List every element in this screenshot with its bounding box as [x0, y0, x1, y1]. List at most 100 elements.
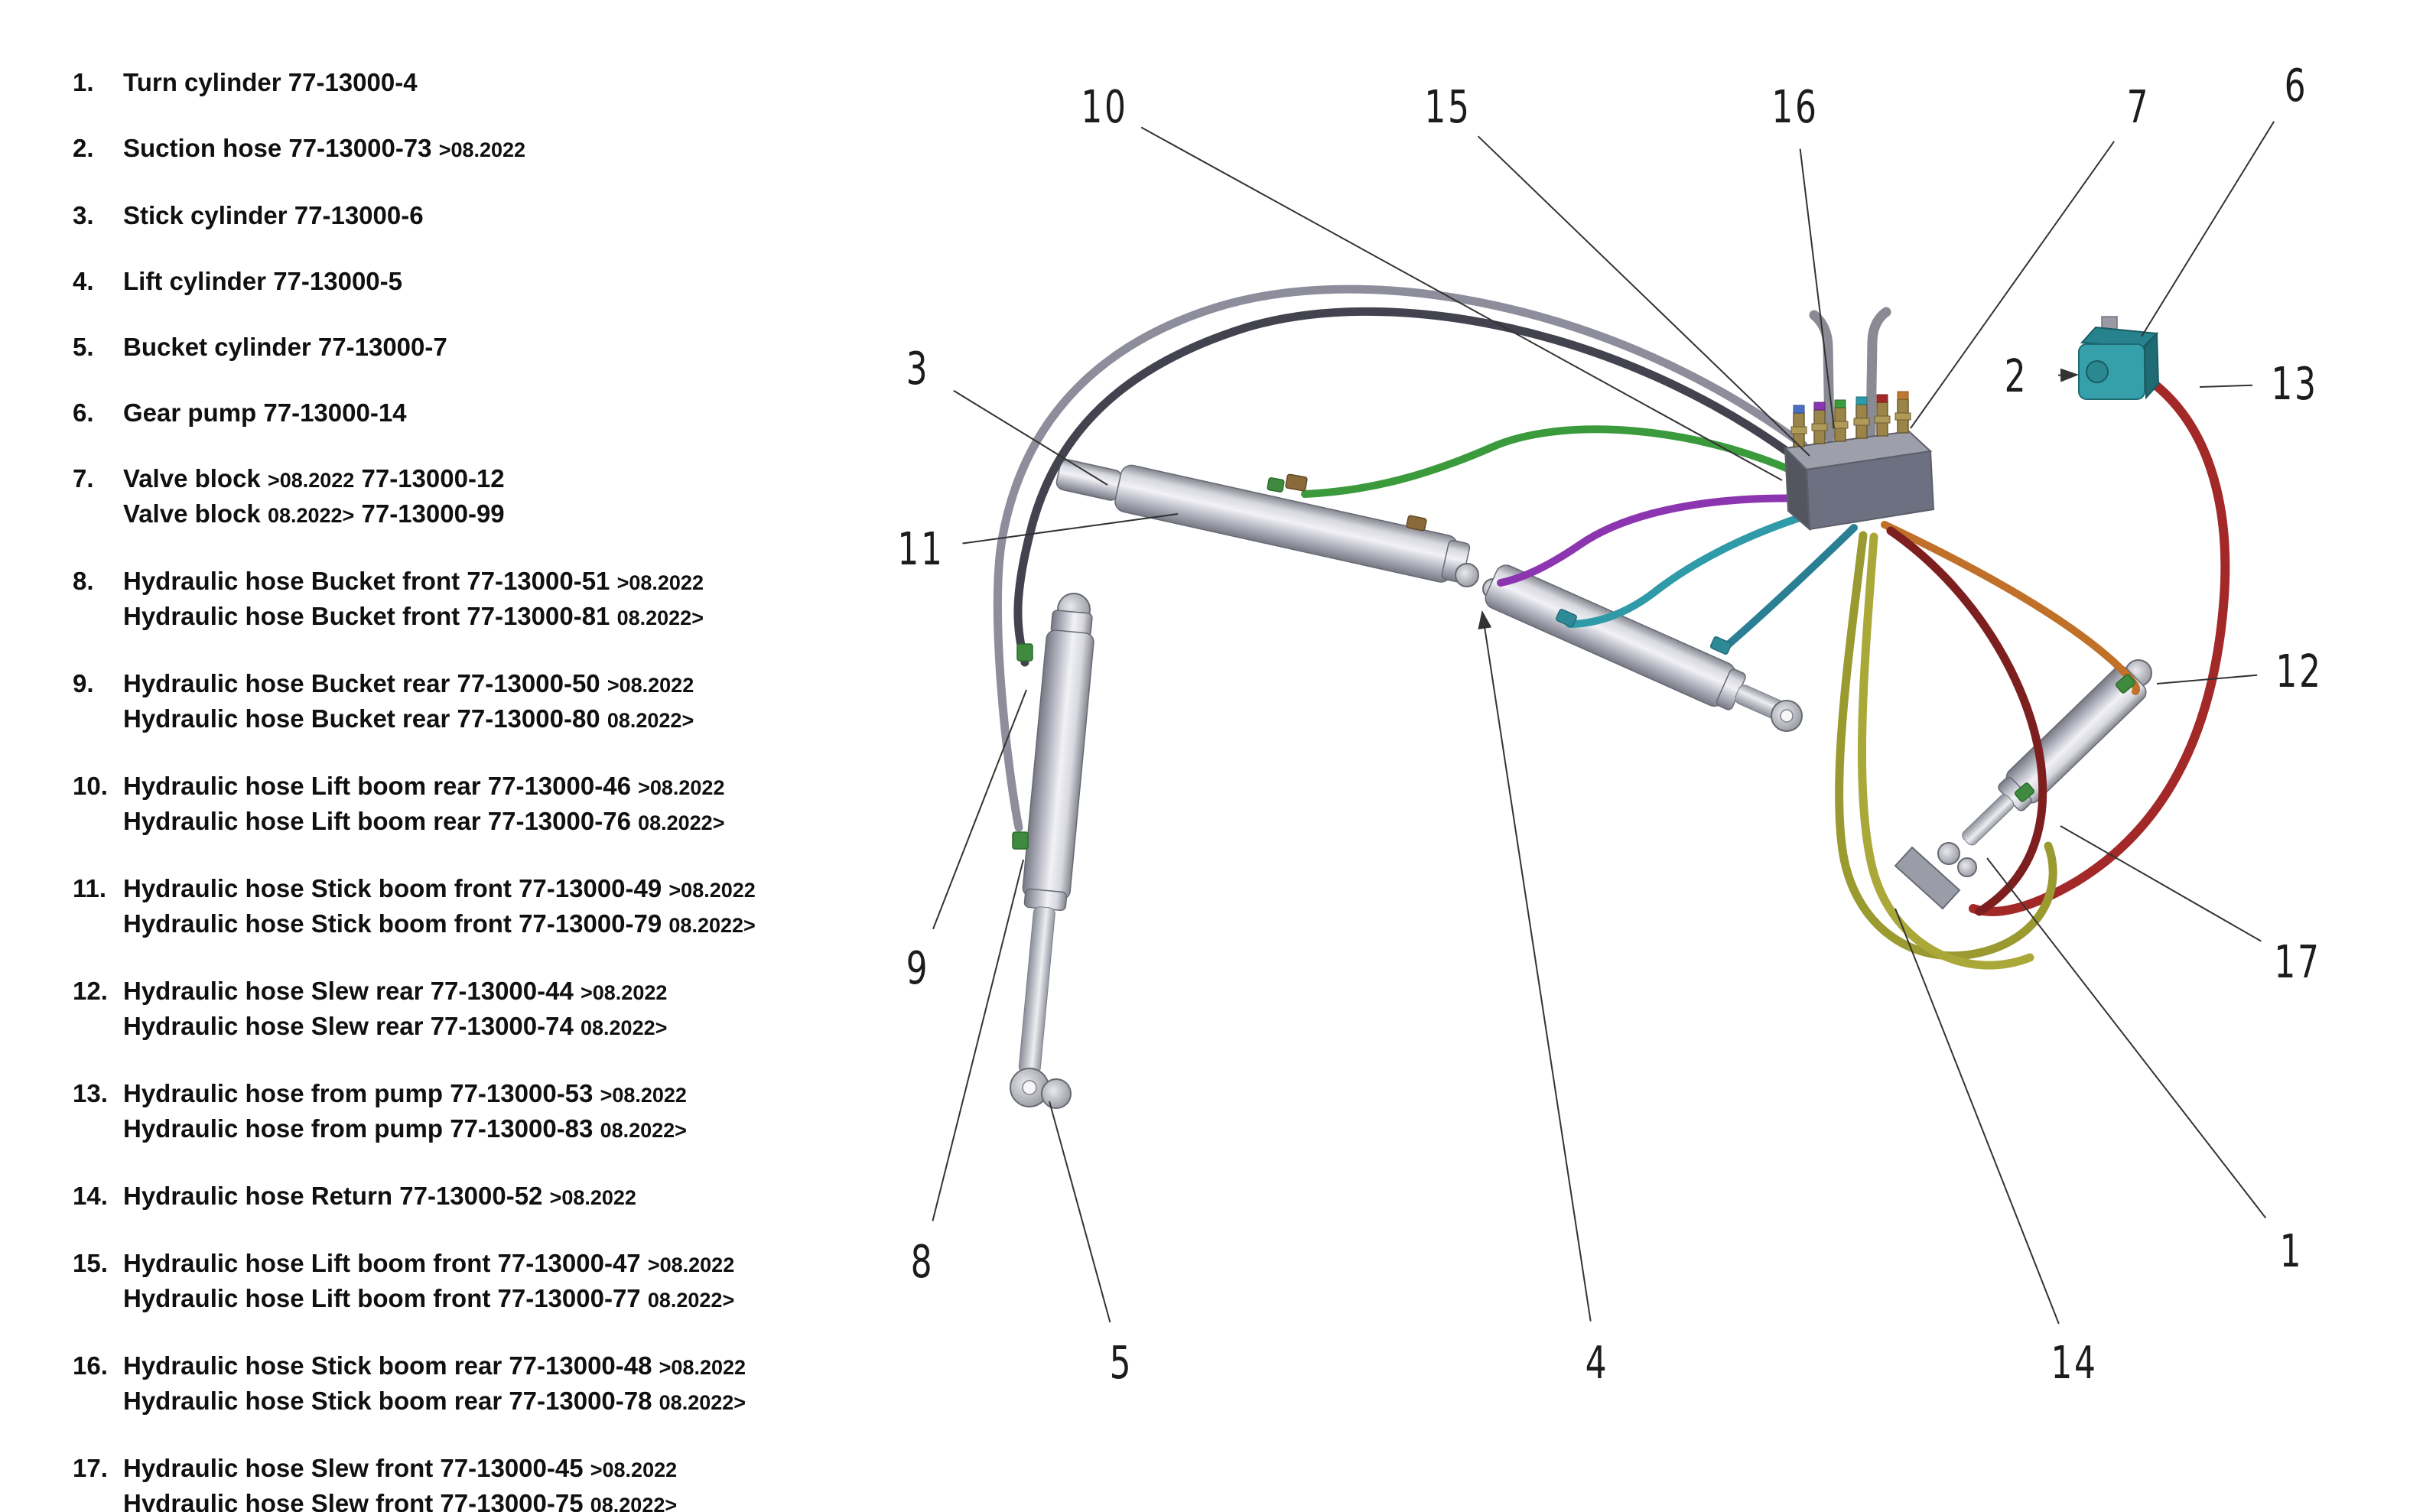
- valve-pipes-graphic: [1809, 307, 1891, 443]
- valve-fitting-4: [1853, 396, 1870, 439]
- part-line: Valve block 08.2022> 77-13000-99: [123, 499, 505, 528]
- turn-cylinder-bracket: [1894, 846, 1961, 910]
- hose-olive-return: [1835, 531, 2057, 961]
- part-number: 3.: [73, 201, 94, 229]
- part-line: Hydraulic hose Return 77-13000-52 >08.20…: [123, 1182, 636, 1210]
- part-number: 2.: [73, 134, 94, 162]
- leader-line-11: [962, 513, 1179, 545]
- part-number: 16.: [73, 1351, 108, 1380]
- date-tag: >08.2022: [668, 879, 756, 902]
- part-number: 6.: [73, 398, 94, 427]
- part-item-10: 10. Hydraulic hose Lift boom rear 77-1300…: [73, 769, 937, 840]
- leader-line-14: [1894, 908, 2060, 1325]
- leader-line-9: [932, 689, 1027, 930]
- part-description: Hydraulic hose Stick boom front 77-13000…: [123, 872, 937, 942]
- part-number: 17.: [73, 1454, 108, 1482]
- part-number: 9.: [73, 669, 94, 697]
- date-tag: 08.2022>: [600, 1119, 687, 1142]
- date-tag: 08.2022>: [616, 606, 704, 629]
- part-line: Hydraulic hose Lift boom rear 77-13000-7…: [123, 807, 725, 835]
- part-description: Hydraulic hose Return 77-13000-52 >08.20…: [123, 1179, 937, 1214]
- parts-list: 1.Turn cylinder 77-13000-4 2. Suction hose…: [73, 66, 937, 1512]
- hose-green: [1301, 425, 1804, 498]
- part-line: Hydraulic hose Lift boom front 77-13000-…: [123, 1284, 735, 1312]
- part-item-2: 2. Suction hose 77-13000-73 >08.2022: [73, 132, 937, 167]
- part-line: Hydraulic hose Slew front 77-13000-45 >0…: [123, 1454, 678, 1482]
- part-line: Hydraulic hose from pump 77-13000-83 08.…: [123, 1114, 687, 1143]
- part-item-14: 14. Hydraulic hose Return 77-13000-52 >08…: [73, 1179, 937, 1214]
- part-number: 15.: [73, 1249, 108, 1277]
- part-line: Bucket cylinder 77-13000-7: [123, 333, 447, 361]
- date-tag: >08.2022: [267, 469, 355, 492]
- part-description: Hydraulic hose Lift boom front 77-13000-…: [123, 1247, 937, 1317]
- date-tag: >08.2022: [590, 1458, 678, 1481]
- leader-line-10: [1140, 126, 1783, 481]
- valve-fitting-3: [1832, 399, 1849, 442]
- part-item-16: 16. Hydraulic hose Stick boom rear 77-130…: [73, 1349, 937, 1419]
- part-item-17: 17. Hydraulic hose Slew front 77-13000-45…: [73, 1452, 937, 1512]
- leader-line-12: [2156, 674, 2258, 684]
- part-line: Hydraulic hose Stick boom front 77-13000…: [123, 909, 756, 938]
- leader-lines: [932, 121, 2275, 1325]
- part-item-13: 13. Hydraulic hose from pump 77-13000-53 …: [73, 1077, 937, 1147]
- part-item-15: 15. Hydraulic hose Lift boom front 77-130…: [73, 1247, 937, 1317]
- part-description: Suction hose 77-13000-73 >08.2022: [123, 132, 937, 167]
- date-tag: 08.2022>: [647, 1289, 735, 1312]
- part-number: 14.: [73, 1182, 108, 1210]
- leader-line-6: [2141, 121, 2275, 337]
- stick-cylinder-graphic: [1055, 459, 1471, 583]
- part-item-1: 1.Turn cylinder 77-13000-4: [73, 66, 937, 99]
- leader-line-4: [1478, 610, 1592, 1322]
- part-description: Hydraulic hose Stick boom rear 77-13000-…: [123, 1349, 937, 1419]
- date-tag: 08.2022>: [607, 709, 694, 732]
- part-description: Stick cylinder 77-13000-6: [123, 199, 937, 232]
- leader-line-3: [953, 389, 1108, 486]
- part-line: Hydraulic hose Lift boom front 77-13000-…: [123, 1249, 735, 1277]
- part-description: Hydraulic hose Slew rear 77-13000-44 >08…: [123, 974, 937, 1045]
- part-line: Hydraulic hose Slew front 77-13000-75 08…: [123, 1487, 937, 1512]
- valve-fitting-2: [1811, 402, 1828, 444]
- part-number: 12.: [73, 977, 108, 1005]
- part-description: Gear pump 77-13000-14: [123, 396, 937, 430]
- part-item-5: 5. Bucket cylinder 77-13000-7: [73, 330, 937, 364]
- part-item-8: 8.Hydraulic hose Bucket front 77-13000-5…: [73, 564, 937, 635]
- leader-line-8: [932, 859, 1024, 1221]
- leader-line-15: [1477, 135, 1810, 457]
- part-line: Hydraulic hose Slew rear 77-13000-44 >08…: [123, 977, 668, 1005]
- part-number: 1.: [73, 68, 94, 96]
- part-item-6: 6. Gear pump 77-13000-14: [73, 396, 937, 430]
- part-line: Lift cylinder 77-13000-5: [123, 267, 402, 295]
- valve-block-graphic: [1783, 391, 1935, 532]
- part-number: 13.: [73, 1079, 108, 1107]
- valve-fitting-1: [1790, 405, 1807, 447]
- hose-dark-gray: [1013, 307, 1802, 667]
- part-description: Lift cylinder 77-13000-5: [123, 265, 937, 298]
- date-tag: >08.2022: [438, 138, 526, 161]
- part-description: Hydraulic hose Lift boom rear 77-13000-4…: [123, 769, 937, 840]
- part-number: 10.: [73, 772, 108, 800]
- part-line: Hydraulic hose Lift boom rear 77-13000-4…: [123, 772, 725, 800]
- part-number: 7.: [73, 464, 94, 493]
- hose-light-gray: [993, 285, 1808, 832]
- date-tag: >08.2022: [616, 571, 704, 594]
- part-line: Suction hose 77-13000-73 >08.2022: [123, 134, 526, 162]
- part-line: Hydraulic hose Bucket front 77-13000-81 …: [123, 602, 704, 630]
- part-line: Hydraulic hose Slew rear 77-13000-74 08.…: [123, 1012, 668, 1040]
- date-tag: 08.2022>: [590, 1494, 678, 1512]
- date-tag: >08.2022: [600, 1084, 687, 1107]
- part-description: Hydraulic hose from pump 77-13000-53 >08…: [123, 1077, 937, 1147]
- part-line: Gear pump 77-13000-14: [123, 398, 407, 427]
- part-line: Hydraulic hose Bucket front 77-13000-51 …: [123, 567, 704, 595]
- part-description: Hydraulic hose Bucket rear 77-13000-50 >…: [123, 667, 937, 737]
- part-item-4: 4. Lift cylinder 77-13000-5: [73, 265, 937, 298]
- date-tag: 08.2022>: [267, 504, 355, 527]
- part-number: 4.: [73, 267, 94, 295]
- part-item-9: 9. Hydraulic hose Bucket rear 77-13000-50…: [73, 667, 937, 737]
- part-description: Hydraulic hose Bucket front 77-13000-51 …: [123, 564, 937, 635]
- part-description: Bucket cylinder 77-13000-7: [123, 330, 937, 364]
- part-number: 5.: [73, 333, 94, 361]
- leader-line-17: [2060, 825, 2262, 942]
